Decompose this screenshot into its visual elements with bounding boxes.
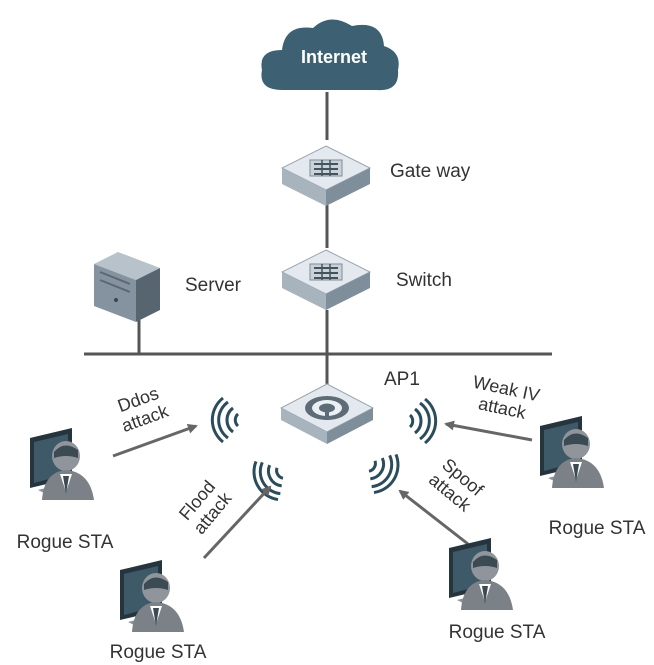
rogue-sta-bottom-right	[449, 538, 513, 610]
rogue-sta-bottom-right-label: Rogue STA	[449, 622, 546, 643]
flood-attack-label: Flood attack	[175, 477, 236, 538]
rogue-sta-right	[540, 416, 604, 488]
signal-waves-weakiv-icon	[408, 397, 438, 445]
rogue-sta-left	[30, 428, 94, 500]
ddos-attack-arrow	[112, 424, 198, 458]
rogue-sta-bottom-left	[120, 560, 184, 632]
ap-label: AP1	[384, 369, 420, 390]
spoof-attack-arrow	[398, 489, 469, 546]
gateway-device	[281, 145, 371, 207]
internet-label: Internet	[301, 47, 367, 67]
access-point-icon	[279, 383, 375, 444]
weakiv-attack-label: Weak IV attack	[471, 372, 541, 423]
signal-waves-flood-icon	[245, 452, 293, 507]
signal-waves-ddos-icon	[210, 396, 240, 444]
gateway-label: Gate way	[390, 161, 471, 182]
weakiv-attack-arrow	[444, 420, 533, 442]
rogue-sta-bottom-left-label: Rogue STA	[110, 642, 207, 663]
server-icon	[94, 252, 160, 322]
switch-label: Switch	[396, 270, 452, 291]
internet-cloud: Internet	[261, 19, 399, 91]
flood-attack-arrow	[202, 485, 272, 560]
switch-device	[281, 249, 371, 311]
ddos-attack-label: Ddos attack	[115, 383, 172, 436]
rogue-sta-right-label: Rogue STA	[549, 518, 646, 539]
rogue-sta-left-label: Rogue STA	[17, 532, 114, 553]
signal-waves-spoof-icon	[359, 445, 407, 500]
spoof-attack-label: Spoof attack	[425, 454, 488, 516]
server-label: Server	[185, 275, 242, 296]
